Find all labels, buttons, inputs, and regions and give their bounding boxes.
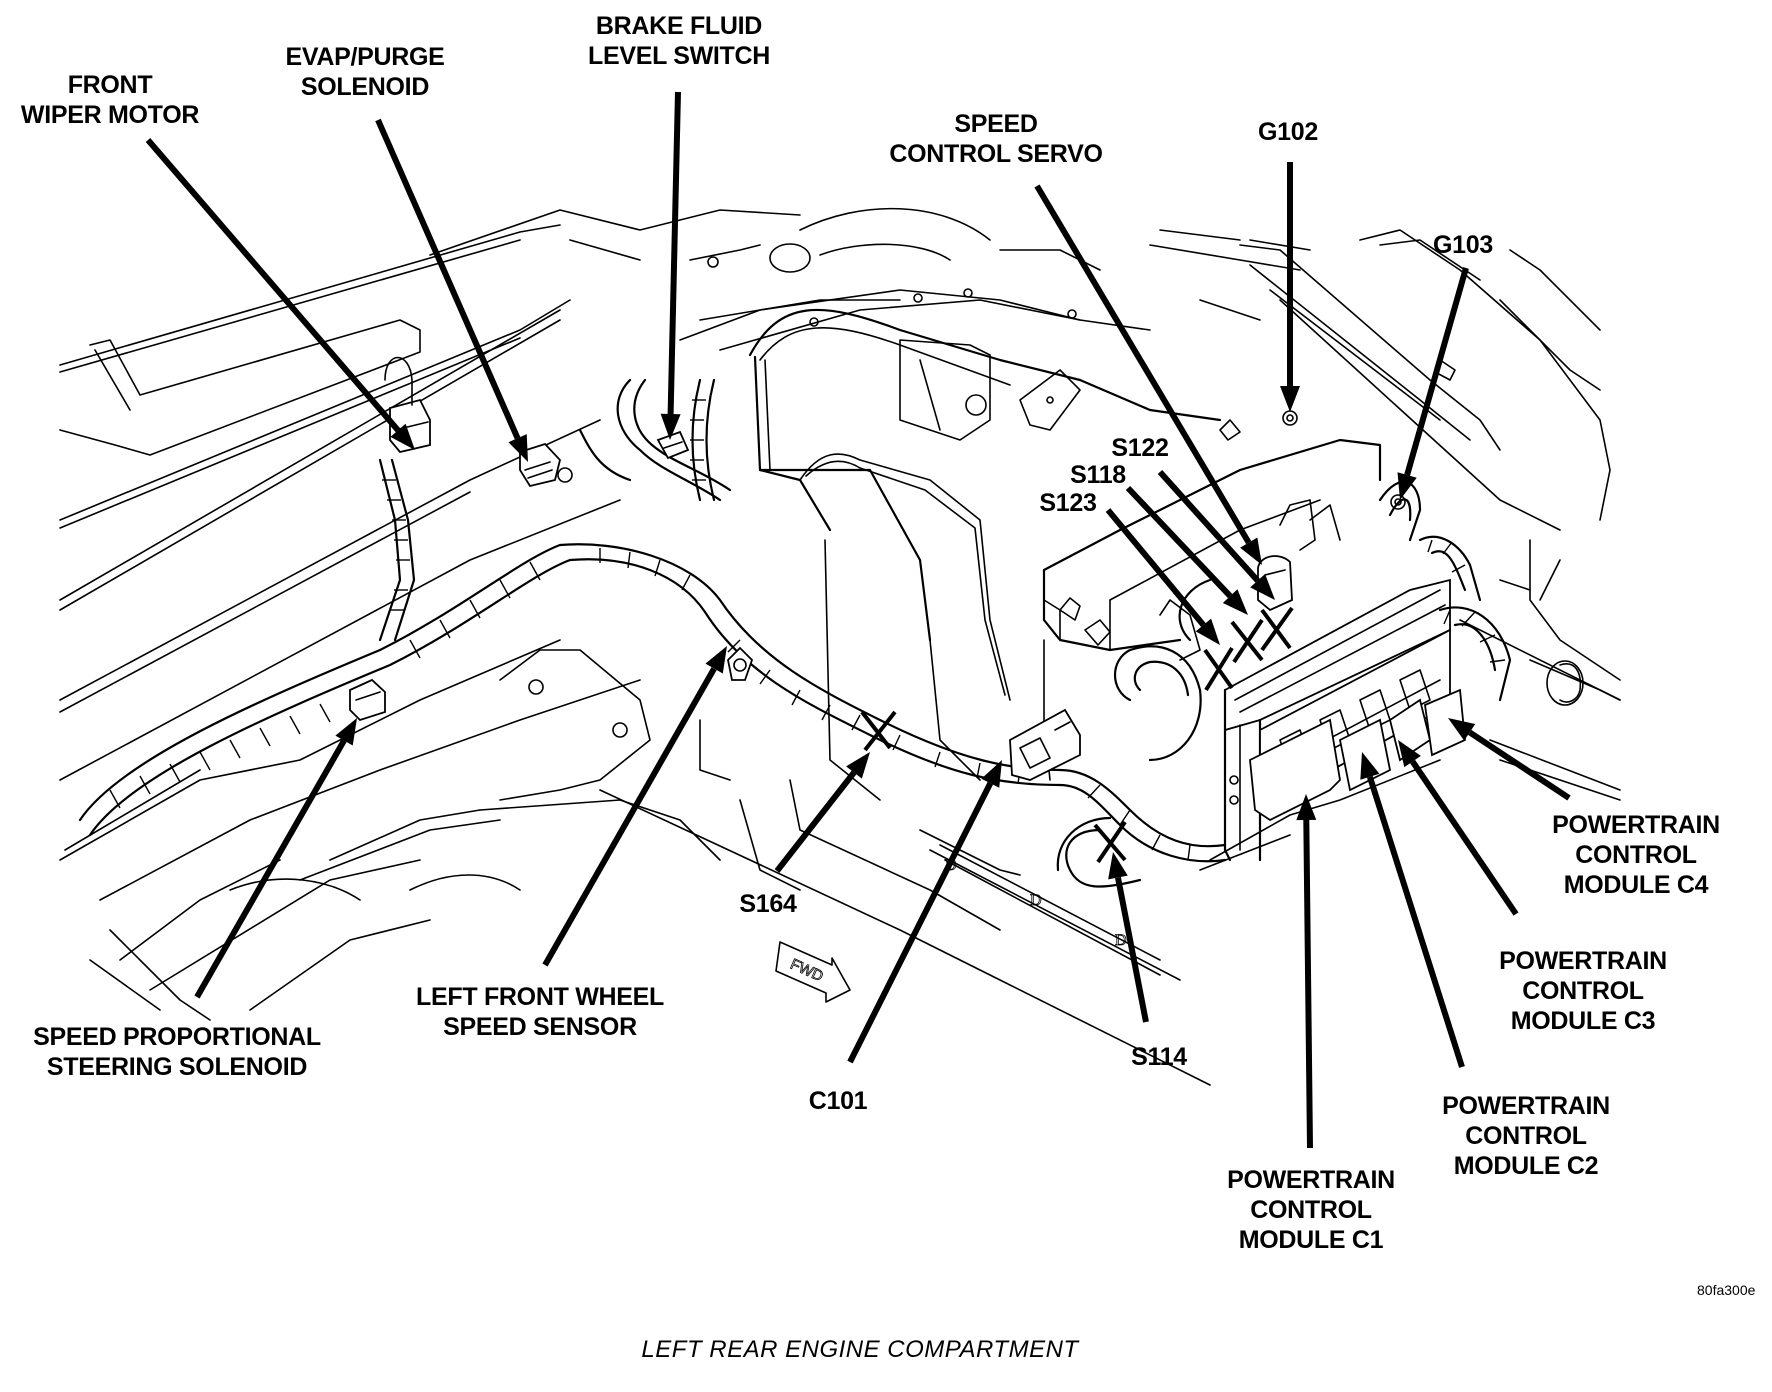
label-s118: S118 [1070, 461, 1126, 489]
leader-line [847, 781, 993, 1064]
arrowhead-icon [508, 434, 528, 462]
arrowhead-icon [1397, 472, 1417, 500]
figure-id: 80fa300e [1697, 1282, 1756, 1298]
label-s114: S114 [1131, 1043, 1187, 1071]
leader-line [145, 138, 401, 433]
components [349, 356, 1406, 781]
cowl-panel [59, 224, 641, 1021]
leader-g103 [1397, 267, 1469, 500]
powertrain-control-module [1199, 578, 1466, 871]
arrowhead-icon [660, 413, 681, 440]
arrowhead-icon [1195, 618, 1220, 645]
label-speed-proportional-steering-solenoid: SPEED PROPORTIONAL STEERING SOLENOID [33, 1023, 321, 1081]
c101-connector-body [1009, 708, 1081, 781]
leader-s114 [1108, 852, 1149, 1023]
arrowhead-icon [1360, 752, 1380, 780]
figure-caption: LEFT REAR ENGINE COMPARTMENT [641, 1336, 1079, 1363]
leader-pcm-c1 [1296, 794, 1317, 1149]
leader-speed-control-servo [1034, 184, 1262, 565]
arrowhead-icon [1240, 537, 1262, 565]
wheel-speed-sensor-body [727, 646, 754, 681]
label-s164: S164 [739, 890, 797, 918]
leader-speed-proportional-steering-solenoid [194, 718, 357, 999]
arrowhead-icon [1296, 794, 1317, 821]
leader-s118 [1125, 485, 1248, 615]
leader-line [774, 770, 857, 873]
label-left-front-wheel-speed-sensor: LEFT FRONT WHEEL SPEED SENSOR [416, 983, 664, 1041]
leader-line [1404, 267, 1469, 476]
arrowhead-icon [390, 423, 415, 450]
label-speed-control-servo: SPEED CONTROL SERVO [889, 110, 1103, 168]
leader-line [1105, 508, 1206, 627]
leader-line [542, 667, 717, 967]
label-g103: G103 [1433, 231, 1493, 259]
label-s123: S123 [1039, 489, 1097, 517]
arrowhead-icon [1222, 589, 1248, 615]
arrowhead-icon [1250, 573, 1275, 600]
label-g102: G102 [1258, 118, 1318, 146]
splice-x-s123 [1203, 646, 1234, 692]
lower-rail: D D D [599, 779, 1211, 1086]
arrowhead-icon [335, 718, 357, 746]
rail-marking: D [1115, 932, 1127, 949]
leader-line [1157, 469, 1260, 583]
leader-c101 [847, 760, 1002, 1064]
arrowhead-icon [705, 646, 727, 674]
arrowhead-icon [1448, 718, 1476, 741]
arrowhead-icon [846, 752, 870, 779]
rail-marking: D [1030, 892, 1042, 909]
arrowhead-icon [1280, 386, 1300, 412]
upper-frame [429, 207, 1311, 351]
leader-pcm-c4 [1448, 718, 1571, 801]
leader-pcm-c3 [1398, 740, 1519, 916]
frame-mount [229, 649, 731, 901]
leader-line [1125, 485, 1233, 599]
leader-line [1034, 184, 1252, 545]
label-pcm-c4: POWERTRAIN CONTROL MODULE C4 [1552, 811, 1720, 899]
label-pcm-c2: POWERTRAIN CONTROL MODULE C2 [1442, 1092, 1610, 1180]
wiring-harness [78, 378, 1512, 888]
ground-g103-stud [1390, 494, 1406, 510]
label-brake-fluid-level-switch: BRAKE FLUID LEVEL SWITCH [587, 12, 771, 70]
arrowhead-icon [1108, 852, 1128, 880]
power-distribution-center [1042, 438, 1382, 781]
leader-line [1468, 729, 1571, 801]
arrowhead-icon [981, 760, 1002, 788]
leader-line [1367, 775, 1465, 1068]
leader-s123 [1105, 508, 1220, 645]
leader-line [667, 91, 681, 415]
label-front-wiper-motor: FRONT WIPER MOTOR [20, 71, 200, 129]
splice-x-s122 [1260, 606, 1294, 652]
leader-front-wiper-motor [145, 138, 415, 450]
leader-lines [145, 91, 1571, 1149]
ground-g102-stud [1282, 410, 1298, 426]
steering-solenoid-body [349, 678, 386, 722]
leader-g102 [1280, 162, 1300, 412]
leader-line [1303, 819, 1313, 1149]
leader-line [194, 739, 347, 999]
leader-s122 [1157, 469, 1275, 600]
splice-x-s114 [1093, 820, 1127, 864]
shock-tower [748, 308, 1222, 801]
arrowhead-icon [1398, 740, 1421, 768]
splice-x-s164 [860, 710, 897, 752]
label-evap-purge-solenoid: EVAP/PURGE SOLENOID [285, 43, 445, 101]
leader-line [1410, 759, 1519, 916]
leader-pcm-c2 [1360, 752, 1465, 1068]
label-c101: C101 [808, 1087, 868, 1115]
leader-line [375, 118, 521, 440]
leader-s164 [774, 752, 870, 873]
splice-markers [860, 606, 1294, 864]
label-pcm-c3: POWERTRAIN CONTROL MODULE C3 [1499, 947, 1667, 1035]
right-fender [1239, 229, 1621, 801]
leader-brake-fluid-level-switch [660, 91, 681, 440]
splice-x-s118 [1230, 618, 1264, 664]
leader-line [1115, 876, 1149, 1023]
leader-left-front-wheel-speed-sensor [542, 646, 727, 967]
leader-evap-purge-solenoid [375, 118, 528, 462]
label-pcm-c1: POWERTRAIN CONTROL MODULE C1 [1227, 1166, 1395, 1254]
fwd-arrow-indicator: FWD [775, 941, 851, 1003]
label-s122: S122 [1111, 434, 1169, 462]
